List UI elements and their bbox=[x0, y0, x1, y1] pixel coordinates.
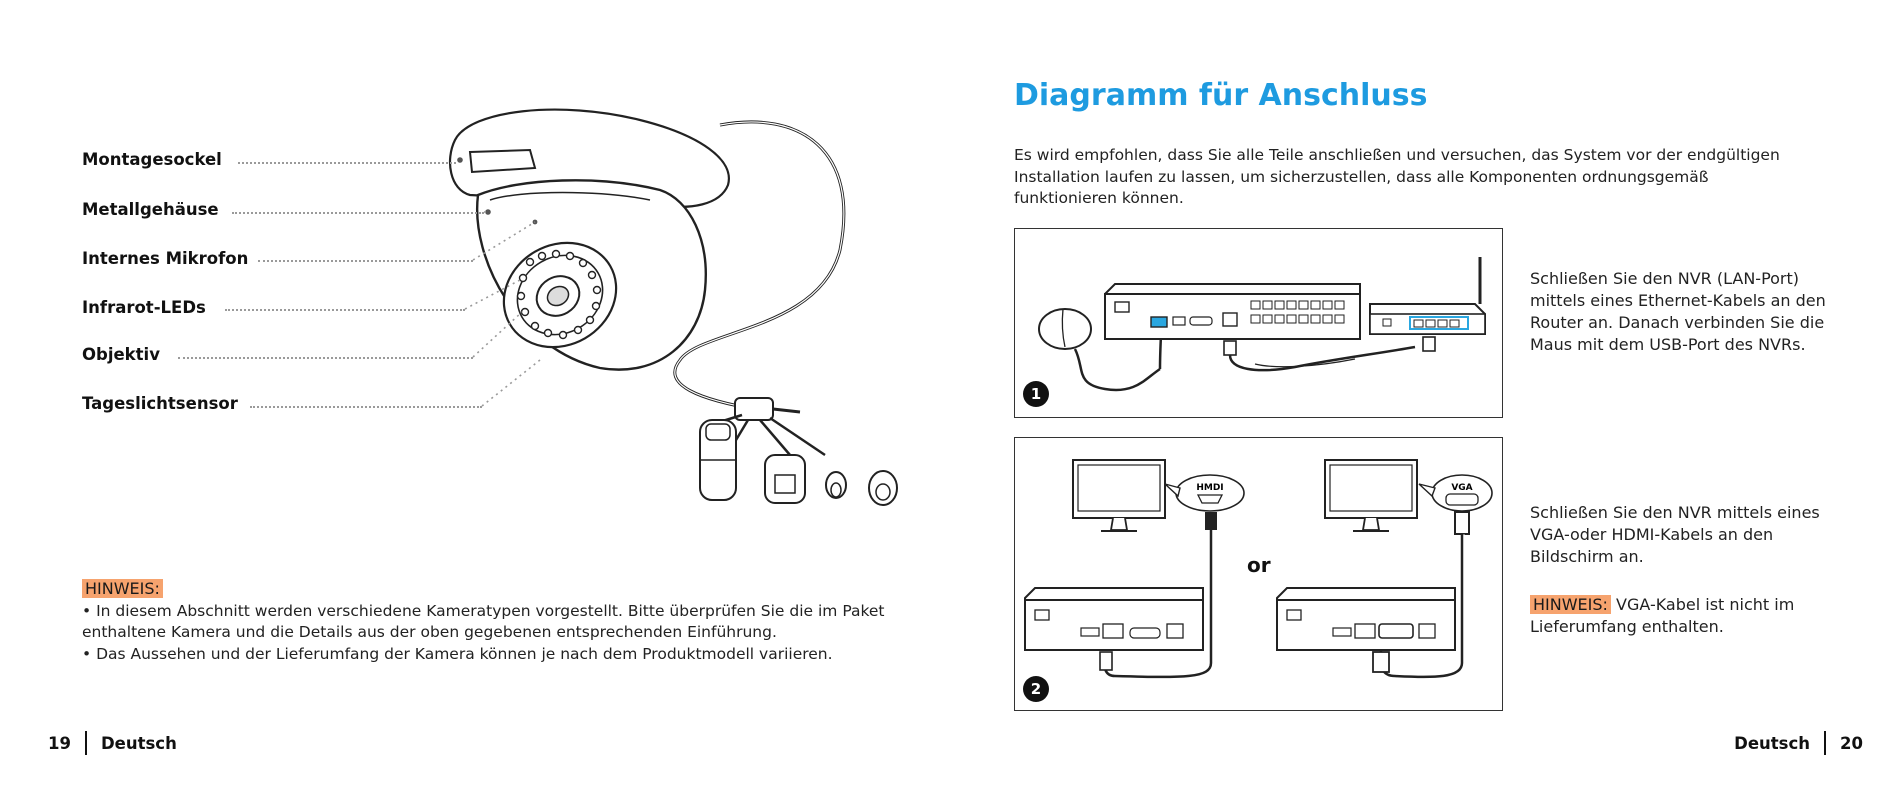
label-infrarot-leds: Infrarot-LEDs bbox=[82, 298, 206, 317]
step1-text: Schließen Sie den NVR (LAN-Port) mittels… bbox=[1530, 269, 1826, 354]
label-objektiv: Objektiv bbox=[82, 345, 160, 364]
label-tageslichtsensor: Tageslichtsensor bbox=[82, 394, 238, 413]
nvr-monitor-illustration: HMDI VGA bbox=[1024, 459, 1493, 679]
nvr-router-mouse-illustration bbox=[1038, 257, 1486, 392]
leader-line bbox=[258, 260, 473, 262]
step2-diagram: HMDI VGA bbox=[1014, 437, 1503, 711]
dome-camera-illustration bbox=[448, 108, 898, 506]
note-line-1: • In diesem Abschnitt werden verschieden… bbox=[82, 601, 885, 642]
step2-badge: 2 bbox=[1023, 676, 1049, 702]
leader-line bbox=[250, 406, 482, 408]
step2-note-text: VGA-Kabel ist nicht im Lieferumfang enth… bbox=[1530, 595, 1795, 636]
leader-line bbox=[238, 162, 456, 164]
label-internes-mikrofon: Internes Mikrofon bbox=[82, 249, 249, 268]
page-number: 20 bbox=[1840, 733, 1863, 753]
label-metallgehaeuse: Metallgehäuse bbox=[82, 200, 219, 219]
hdmi-label: HMDI bbox=[1196, 483, 1223, 493]
label-montagesockel: Montagesockel bbox=[82, 150, 222, 169]
step2-note: HINWEIS: VGA-Kabel ist nicht im Lieferum… bbox=[1530, 594, 1830, 638]
footer-left: 19 Deutsch bbox=[48, 731, 177, 755]
intro-text: Es wird empfohlen, dass Sie alle Teile a… bbox=[1014, 146, 1780, 207]
footer-language: Deutsch bbox=[100, 733, 177, 753]
footer-divider bbox=[1824, 731, 1827, 755]
footer-language: Deutsch bbox=[1734, 733, 1811, 753]
left-page: Montagesockel Metallgehäuse Internes Mik… bbox=[0, 0, 951, 795]
right-page: Diagramm für Anschluss Es wird empfohlen… bbox=[951, 0, 1903, 795]
leader-line bbox=[232, 212, 484, 214]
note-label: HINWEIS: bbox=[82, 579, 163, 598]
page-title: Diagramm für Anschluss bbox=[1014, 78, 1428, 113]
step1-diagram: 1 bbox=[1014, 228, 1503, 418]
note-block: HINWEIS: • In diesem Abschnitt werden ve… bbox=[82, 578, 902, 665]
note-line-2: • Das Aussehen und der Lieferumfang der … bbox=[82, 644, 833, 663]
step1-badge: 1 bbox=[1023, 381, 1049, 407]
footer-divider bbox=[84, 731, 87, 755]
page-number: 19 bbox=[48, 733, 71, 753]
step2-note-label: HINWEIS: bbox=[1530, 595, 1611, 614]
or-label: or bbox=[1247, 553, 1271, 577]
leader-line bbox=[225, 309, 465, 311]
footer-right: Deutsch 20 bbox=[1734, 731, 1863, 755]
step2-text: Schließen Sie den NVR mittels eines VGA-… bbox=[1530, 503, 1820, 566]
vga-label: VGA bbox=[1451, 483, 1472, 493]
leader-line bbox=[178, 357, 473, 359]
